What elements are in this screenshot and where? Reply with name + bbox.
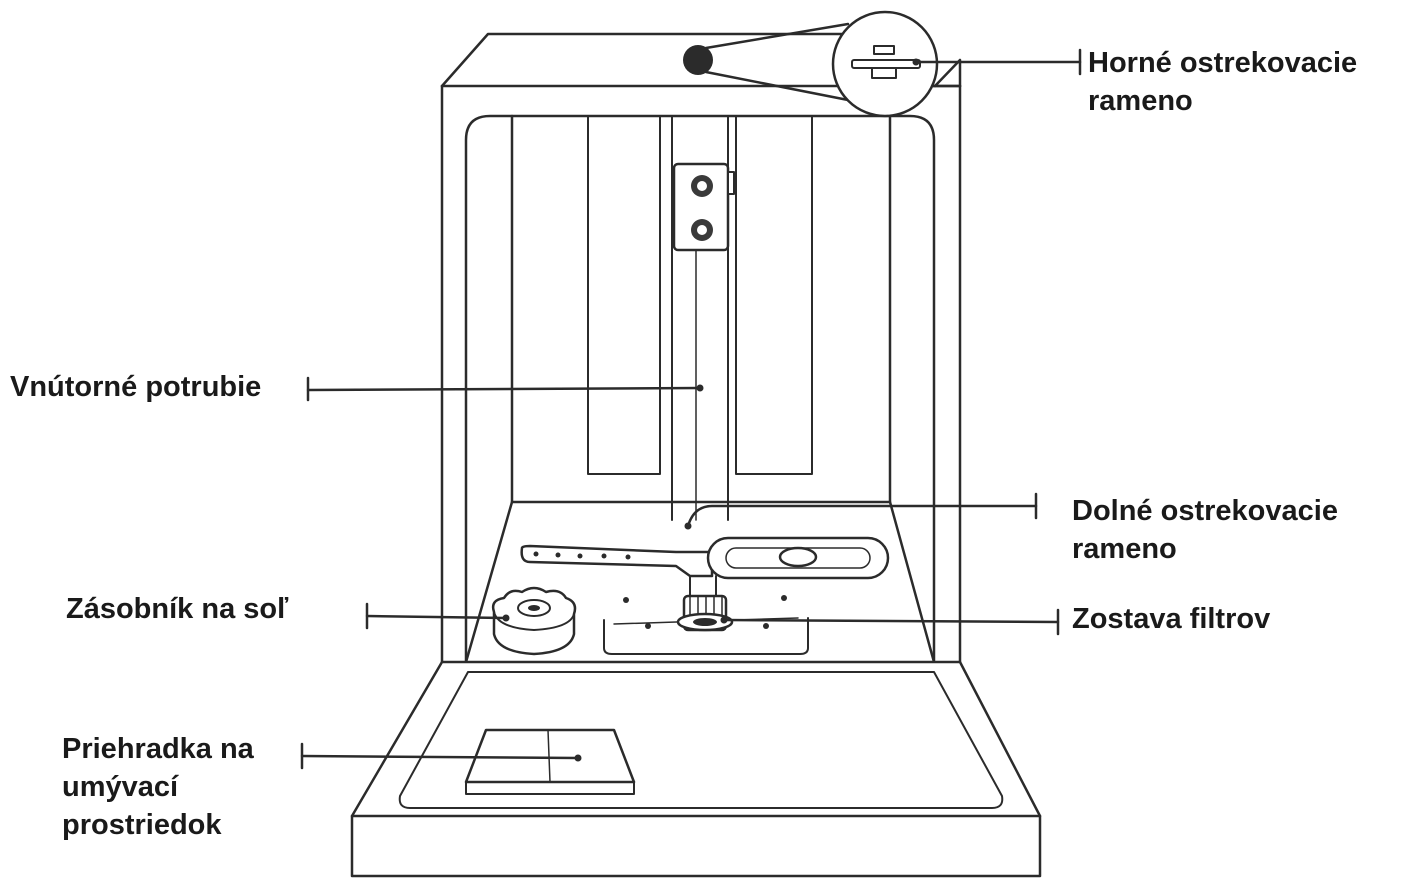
leader-inner-pipe bbox=[306, 376, 704, 402]
label-line: Priehradka na bbox=[62, 733, 254, 765]
detergent-dispenser bbox=[464, 728, 636, 795]
leader-salt-container bbox=[365, 602, 510, 630]
label-line: umývací bbox=[62, 771, 179, 803]
label-line: Zásobník na soľ bbox=[66, 593, 289, 625]
leader-lines bbox=[300, 48, 1082, 770]
label-lower-spray-arm: Dolné ostrekovacie rameno bbox=[1072, 492, 1338, 568]
pipe-connector bbox=[672, 162, 735, 252]
label-line: rameno bbox=[1088, 85, 1193, 117]
label-line: Dolné ostrekovacie bbox=[1072, 495, 1338, 527]
label-line: Horné ostrekovacie bbox=[1088, 47, 1358, 79]
salt-container bbox=[491, 586, 577, 656]
label-line: Vnútorné potrubie bbox=[10, 371, 262, 403]
filter-assembly bbox=[623, 594, 787, 632]
door bbox=[350, 660, 1042, 878]
upper-spray-arm-callout bbox=[683, 10, 939, 118]
label-salt-container: Zásobník na soľ bbox=[66, 590, 288, 628]
label-detergent-dispenser: Priehradka na umývací prostriedok bbox=[62, 730, 254, 844]
lower-spray-arm bbox=[520, 536, 890, 601]
label-line: rameno bbox=[1072, 533, 1177, 565]
label-line: prostriedok bbox=[62, 809, 222, 841]
label-filter-assembly: Zostava filtrov bbox=[1072, 600, 1270, 638]
label-upper-spray-arm: Horné ostrekovacie rameno bbox=[1088, 44, 1357, 120]
leader-detergent-dispenser bbox=[300, 742, 582, 770]
leader-filter-assembly bbox=[720, 608, 1060, 636]
label-line: Zostava filtrov bbox=[1072, 603, 1271, 635]
leader-upper-spray-arm bbox=[912, 48, 1082, 76]
label-inner-pipe: Vnútorné potrubie bbox=[10, 368, 261, 406]
leader-lower-spray-arm bbox=[684, 492, 1038, 530]
